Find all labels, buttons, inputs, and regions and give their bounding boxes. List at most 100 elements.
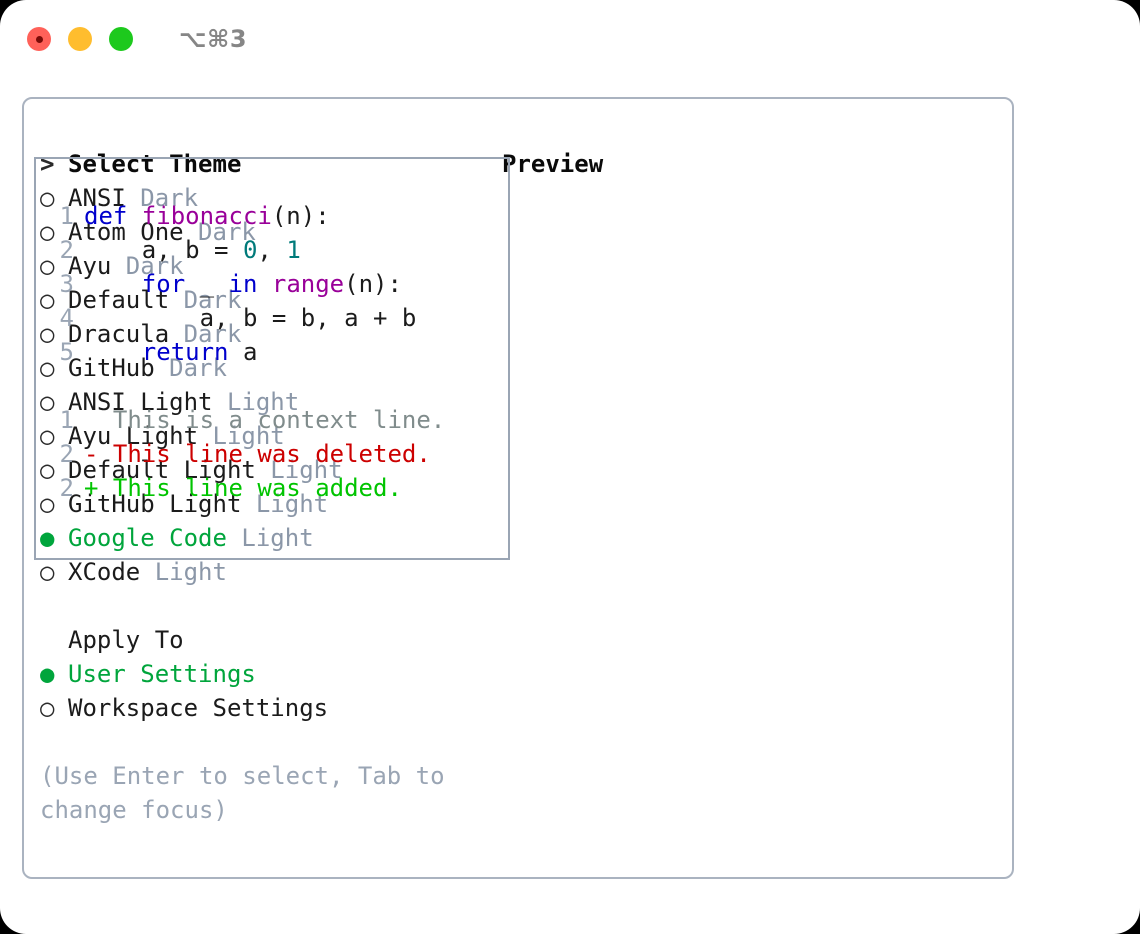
preview-section: Preview <box>502 147 992 181</box>
diff-line-text: - This line was deleted. <box>84 440 431 468</box>
theme-option[interactable]: ○XCode Light <box>40 555 480 589</box>
diff-block: 1 This is a context line.2- This line wa… <box>46 403 500 505</box>
theme-option-name: Default Light <box>68 456 256 484</box>
theme-option-variant: Dark <box>125 184 199 212</box>
apply-to-option-label: Workspace Settings <box>68 694 329 722</box>
preview-title: Preview <box>502 150 604 178</box>
theme-option-variant: Light <box>212 388 300 416</box>
line-number: 2 <box>59 474 74 502</box>
minimize-button[interactable] <box>68 27 92 51</box>
code-line: 3 for _ in range(n): <box>46 267 500 301</box>
theme-option[interactable]: ○Ayu Dark <box>40 249 480 283</box>
code-token-pln: (n): <box>344 270 402 298</box>
theme-option[interactable]: ○ Ayu Light Light <box>40 419 480 453</box>
theme-option-name: XCode <box>68 558 141 586</box>
radio-unselected-icon: ○ <box>40 388 55 416</box>
radio-unselected-icon: ○ <box>40 184 55 212</box>
close-button[interactable] <box>27 27 51 51</box>
theme-option[interactable]: ○Default Light Light <box>40 453 480 487</box>
code-token-kw: for <box>141 270 186 298</box>
theme-option[interactable]: ○Default Dark <box>40 283 480 317</box>
theme-option-name: Ayu Light <box>68 422 199 450</box>
radio-unselected-icon: ○ <box>40 218 55 246</box>
section-spacer <box>40 589 480 623</box>
code-token-kw: def <box>84 202 142 230</box>
code-token-num: 0 <box>242 236 258 264</box>
code-token-pln: a, b = <box>84 236 243 264</box>
theme-option-variant: Light <box>198 422 285 450</box>
theme-option[interactable]: ○ ANSI Dark <box>40 181 480 215</box>
theme-picker-header: >Select Theme <box>40 147 480 181</box>
keyboard-hint-text: (Use Enter to select, Tab to change focu… <box>40 762 460 824</box>
theme-option-variant: Dark <box>154 354 227 382</box>
radio-unselected-icon: ○ <box>40 422 55 450</box>
theme-option-name: Google Code <box>68 524 227 552</box>
radio-unselected-icon: ○ <box>40 252 55 280</box>
line-number: 3 <box>59 270 74 298</box>
diff-sign: + <box>84 474 99 502</box>
theme-option-variant: Light <box>255 456 343 484</box>
theme-option-variant: Dark <box>111 252 184 280</box>
theme-option-name: Dracula <box>68 320 170 348</box>
theme-option-name: ANSI Light <box>68 388 213 416</box>
title-bar: ⌥⌘3 <box>0 0 1140 78</box>
apply-to-option[interactable]: ○ Workspace Settings <box>40 691 480 725</box>
theme-option-variant: Light <box>226 524 314 552</box>
code-token-pln: a <box>228 338 258 366</box>
apply-to-list: ● User Settings ○ Workspace Settings <box>40 657 480 725</box>
theme-option-name: ANSI <box>68 184 126 212</box>
code-token-kw: in <box>228 270 258 298</box>
code-token-num: 1 <box>286 236 301 264</box>
theme-option-variant: Light <box>140 558 227 586</box>
code-token-pln: _ <box>185 270 229 298</box>
diff-line-text: This is a context line. <box>84 406 445 434</box>
theme-option[interactable]: ○ ANSI Light Light <box>40 385 480 419</box>
code-token-fn: range <box>271 270 345 298</box>
apply-to-option-label: User Settings <box>68 660 256 688</box>
page-title: Select Theme <box>68 150 242 178</box>
diff-line-text: + This line was added. <box>84 474 402 502</box>
theme-option-variant: Dark <box>183 218 256 246</box>
content-panel: >Select Theme ○ANSI Dark○Atom One Dark○A… <box>22 97 1014 879</box>
diff-line-ctx: 1 This is a context line. <box>46 403 500 437</box>
radio-unselected-icon: ○ <box>40 490 55 518</box>
theme-option-name: Default <box>68 286 170 314</box>
code-token-pln: (n): <box>271 202 330 230</box>
theme-list: ○ANSI Dark○Atom One Dark○Ayu Dark○Defaul… <box>40 181 480 589</box>
theme-option[interactable]: ○Dracula Dark <box>40 317 480 351</box>
radio-selected-icon: ● <box>40 660 55 688</box>
diff-sign: - <box>84 440 99 468</box>
code-token-pln: , <box>257 236 287 264</box>
code-token-pln <box>84 338 142 366</box>
diff-text: This line was added. <box>98 474 402 502</box>
theme-option[interactable]: ○GitHub Light Light <box>40 487 480 521</box>
diff-text: This is a context line. <box>98 406 446 434</box>
theme-option-name: GitHub <box>68 354 155 382</box>
apply-to-option[interactable]: ● User Settings <box>40 657 480 691</box>
radio-unselected-icon: ○ <box>40 354 55 382</box>
line-number: 1 <box>59 406 74 434</box>
radio-selected-icon: ● <box>40 524 55 552</box>
code-token-pln <box>257 270 271 298</box>
line-number: 2 <box>59 440 74 468</box>
keyboard-shortcut-label: ⌥⌘3 <box>179 25 248 53</box>
line-number: 4 <box>59 304 74 332</box>
radio-unselected-icon: ○ <box>40 286 55 314</box>
theme-option[interactable]: ○ Atom One Dark <box>40 215 480 249</box>
theme-option-name: Atom One <box>68 218 184 246</box>
maximize-button[interactable] <box>109 27 133 51</box>
theme-option[interactable]: ● Google Code Light <box>40 521 480 555</box>
code-line: 4 a, b = b, a + b <box>46 301 500 335</box>
code-token-pln: a, b = b, a + b <box>84 304 417 332</box>
code-token-kw: return <box>141 338 229 366</box>
theme-option[interactable]: ○ GitHub Dark <box>40 351 480 385</box>
line-number: 1 <box>59 202 74 230</box>
radio-unselected-icon: ○ <box>40 694 55 722</box>
code-diff-spacer <box>46 369 500 403</box>
diff-sign <box>84 406 98 434</box>
theme-option-variant: Light <box>241 490 329 518</box>
